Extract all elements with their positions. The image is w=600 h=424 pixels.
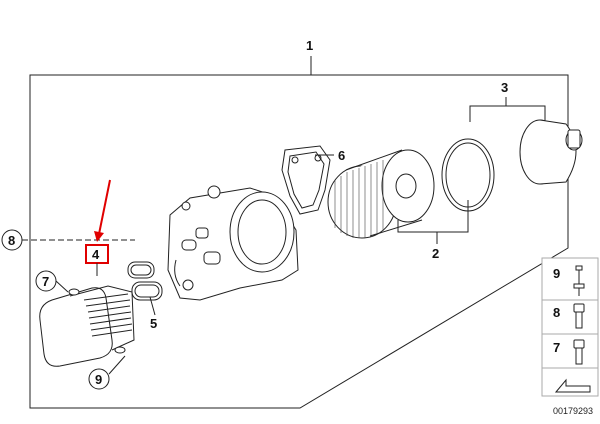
callout-5: 5: [150, 316, 157, 331]
cooler-seal: [127, 261, 163, 301]
direction-arrow-icon: [554, 378, 591, 393]
side-item-8: 8: [553, 305, 560, 320]
leader-7: [55, 280, 69, 293]
callout-9: 9: [95, 372, 102, 387]
callout-1: 1: [306, 38, 313, 53]
callout-8: 8: [8, 233, 15, 248]
callout-6: 6: [338, 148, 345, 163]
filter-cap: [519, 119, 583, 185]
bolt-7-icon: [573, 339, 585, 365]
callout-9-circle: [88, 368, 110, 390]
leader-2: [397, 200, 469, 233]
leader-9: [108, 355, 126, 375]
callout-3: 3: [501, 80, 508, 95]
diagram-number: 00179293: [553, 406, 593, 416]
oil-cooler: [39, 285, 135, 367]
red-arrow-line: [98, 179, 111, 235]
o-ring: [441, 138, 495, 212]
housing-gasket: [281, 145, 331, 215]
filter-housing: [167, 185, 299, 301]
leader-3: [469, 105, 546, 122]
side-item-7: 7: [553, 340, 560, 355]
filter-element: [327, 149, 435, 239]
callout-4: 4: [92, 247, 100, 262]
side-item-9: 9: [553, 266, 560, 281]
side-panel: [541, 257, 599, 397]
assembly-frame: [29, 74, 569, 409]
callout-7: 7: [42, 274, 49, 289]
bolt-8-icon: [573, 303, 585, 329]
callout-2: 2: [432, 246, 439, 261]
bolt-9-icon: [573, 265, 585, 296]
red-arrow-head: [94, 231, 104, 242]
